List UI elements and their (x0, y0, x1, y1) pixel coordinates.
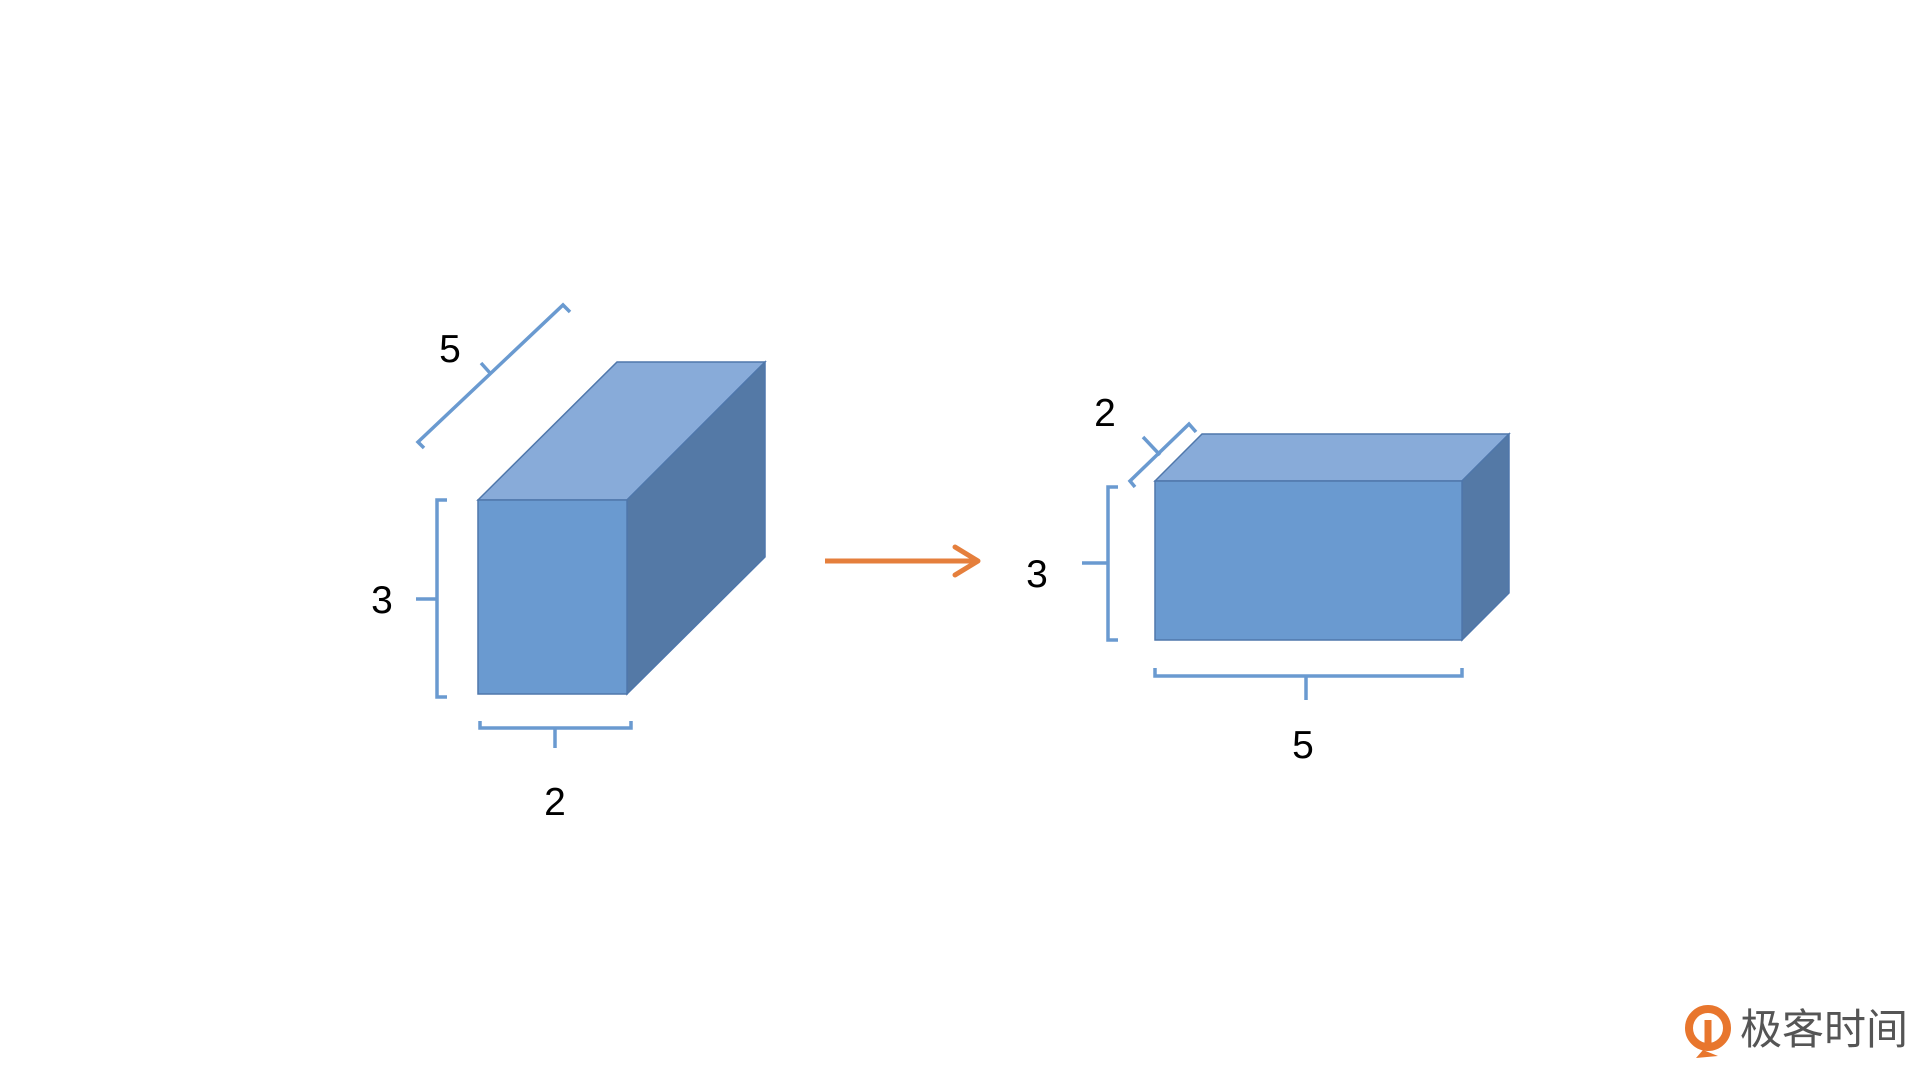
left-box (476, 360, 767, 696)
right-height-bracket (1082, 485, 1118, 642)
left-height-bracket (416, 498, 447, 699)
arrow-head (952, 544, 981, 578)
right-box (1153, 432, 1511, 642)
left-box-front-face (477, 499, 628, 695)
left-width-bracket (478, 721, 633, 748)
geektime-logo: 极客时间 (1685, 1005, 1908, 1058)
right-width-label: 5 (1292, 724, 1314, 767)
right-box-top-face (1153, 433, 1511, 482)
left-depth-bracket (415, 302, 572, 450)
left-height-label: 3 (371, 579, 393, 622)
right-box-front-face (1154, 480, 1463, 641)
left-width-label: 2 (544, 781, 566, 824)
transform-arrow (825, 544, 981, 578)
left-depth-label: 5 (439, 328, 461, 371)
right-height-label: 3 (1026, 553, 1048, 596)
geektime-logo-icon (1685, 1005, 1731, 1058)
right-width-bracket (1153, 668, 1464, 700)
right-depth-label: 2 (1094, 392, 1116, 435)
logo-text: 极客时间 (1740, 1005, 1908, 1054)
right-depth-bracket (1127, 421, 1198, 489)
